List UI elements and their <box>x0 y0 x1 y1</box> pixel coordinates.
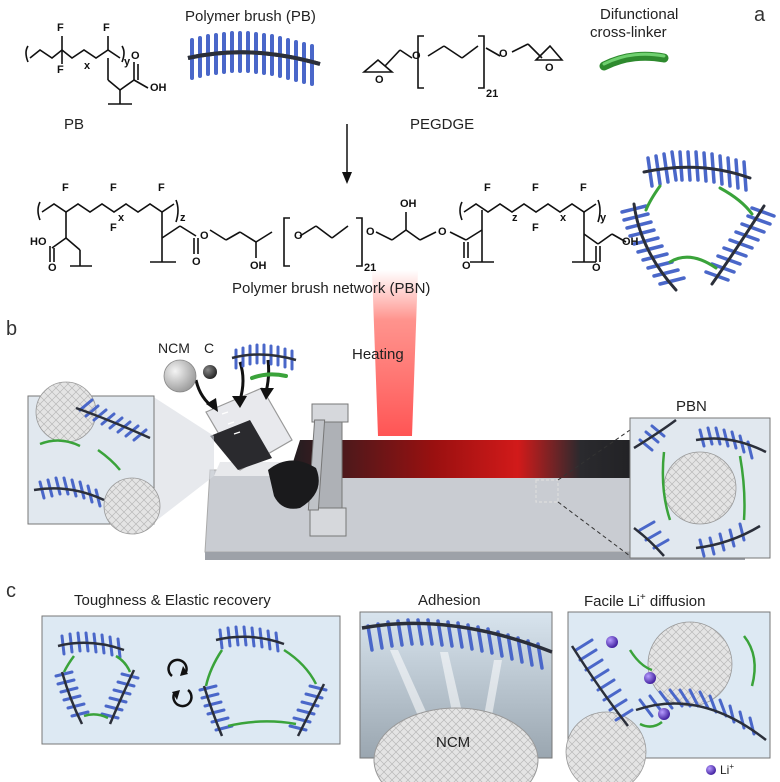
adhesion-title: Adhesion <box>418 592 481 609</box>
atom-F: F <box>484 182 491 194</box>
atom-F: F <box>580 182 587 194</box>
diffusion-title-suffix: diffusion <box>645 593 706 610</box>
pbn-label: Polymer brush network (PBN) <box>232 280 431 297</box>
atom-O: O <box>462 260 471 272</box>
pb-label: PB <box>64 116 85 133</box>
atom-O: O <box>200 230 209 242</box>
crosslinker-label-line2: cross-linker <box>590 24 667 41</box>
atom-OH: OH <box>250 260 267 272</box>
pb-structure <box>25 36 149 105</box>
pbn-zoom-label: PBN <box>676 398 707 415</box>
coating-process-scene <box>163 270 746 560</box>
pbn-structure <box>37 199 627 267</box>
zoom-right <box>535 417 771 559</box>
zoom-left <box>27 381 214 535</box>
li-legend-icon <box>706 765 716 775</box>
heating-label: Heating <box>352 346 404 363</box>
atom-O: O <box>375 74 384 86</box>
panel-letter-c: c <box>6 580 16 602</box>
polymer-brush-icon <box>187 31 321 86</box>
diffusion-box <box>565 611 771 782</box>
toughness-title: Toughness & Elastic recovery <box>74 592 271 609</box>
atom-F: F <box>532 182 539 194</box>
adhesion-ncm-label: NCM <box>436 734 471 751</box>
pbn-network-icon <box>620 150 776 292</box>
atom-O: O <box>131 50 140 62</box>
subscript-y: y <box>600 212 607 224</box>
atom-F: F <box>57 22 64 34</box>
diffusion-title-sup: + <box>639 592 646 603</box>
atom-O: O <box>545 62 554 74</box>
atom-F: F <box>158 182 165 194</box>
panel-letter-b: b <box>6 318 18 340</box>
atom-O: O <box>412 50 421 62</box>
atom-F: F <box>57 64 64 76</box>
atom-F: F <box>110 182 117 194</box>
pegdge-repeat: 21 <box>486 88 499 100</box>
subscript-x: x <box>84 60 91 72</box>
polymer-brush-label: Polymer brush (PB) <box>185 8 316 25</box>
atom-OH: OH <box>622 236 639 248</box>
subscript-y: y <box>124 56 131 68</box>
pegdge-label: PEGDGE <box>410 116 475 133</box>
subscript-x: x <box>118 212 125 224</box>
atom-F: F <box>532 222 539 234</box>
atom-O: O <box>366 226 375 238</box>
pegdge-structure <box>361 35 564 89</box>
adhesion-box <box>359 611 553 782</box>
li-legend-text: Li <box>720 763 730 777</box>
ncm-label: NCM <box>158 340 190 356</box>
reaction-arrow <box>342 124 352 184</box>
subscript-x: x <box>560 212 567 224</box>
diffusion-title-prefix: Facile Li <box>584 593 640 610</box>
carbon-label: C <box>204 340 215 356</box>
li-legend-sup: + <box>729 762 735 771</box>
li-legend-label: Li+ <box>720 762 734 777</box>
toughness-box <box>41 615 341 745</box>
crosslinker-label-line1: Difunctional <box>600 6 679 23</box>
diffusion-title: Facile Li+ diffusion <box>584 592 705 610</box>
crosslinker-icon <box>599 51 669 71</box>
atom-O: O <box>294 230 303 242</box>
atom-O: O <box>592 262 601 274</box>
atom-F: F <box>103 22 110 34</box>
subscript-z: z <box>180 212 186 224</box>
subscript-z: z <box>512 212 518 224</box>
atom-O: O <box>48 262 57 274</box>
atom-F: F <box>62 182 69 194</box>
atom-O: O <box>499 48 508 60</box>
atom-F: F <box>110 222 117 234</box>
atom-OH: OH <box>150 82 167 94</box>
panel-letter-a: a <box>754 4 766 26</box>
atom-O: O <box>192 256 201 268</box>
atom-O: O <box>438 226 447 238</box>
pbn-repeat: 21 <box>364 262 377 274</box>
atom-HO: HO <box>30 236 47 248</box>
atom-OH: OH <box>400 198 417 210</box>
